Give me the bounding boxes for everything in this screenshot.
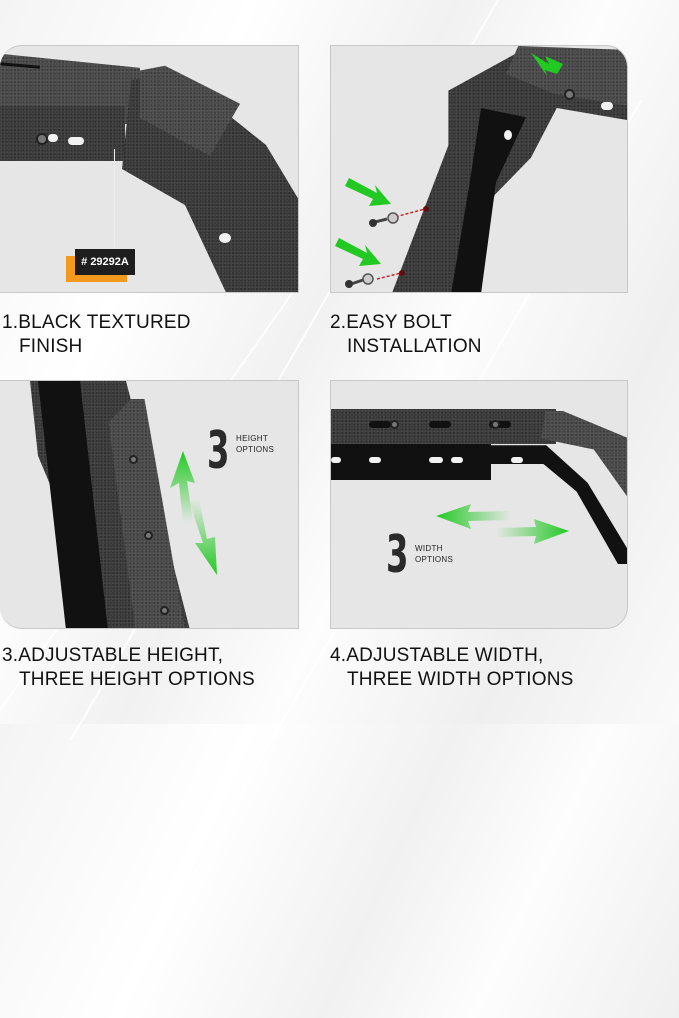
caption-adjustable-width: 4.ADJUSTABLE WIDTH, THREE WIDTH OPTIONS — [330, 644, 574, 692]
caption-line1: 1.BLACK TEXTURED — [2, 312, 191, 333]
caption-line1: 4.ADJUSTABLE WIDTH, — [330, 645, 544, 666]
panel-adjustable-width: 3 WIDTH OPTIONS — [330, 380, 628, 629]
green-arrow-icon — [335, 238, 381, 266]
guide-line — [376, 272, 402, 280]
bolt-hole — [399, 270, 405, 276]
crossbar-side-face — [0, 106, 125, 161]
adjust-slot — [331, 457, 341, 463]
adjust-slot — [68, 137, 84, 145]
part-number-tag: # 29292A — [75, 249, 135, 275]
bolt-icon — [36, 133, 48, 145]
vertical-double-arrow-icon — [170, 451, 217, 575]
bolt-icon — [160, 606, 169, 615]
caption-line2: THREE WIDTH OPTIONS — [347, 669, 574, 690]
adjust-slot — [511, 457, 523, 463]
caption-black-textured-finish: 1.BLACK TEXTURED FINISH — [2, 311, 191, 359]
bolt-assembly-diagram — [335, 53, 563, 288]
mount-hole — [219, 233, 231, 243]
bolt-icon — [374, 217, 388, 224]
bolt-icon — [390, 420, 399, 429]
width-options-line1: WIDTH — [415, 544, 443, 553]
mount-hole — [504, 130, 512, 140]
bolt-head — [369, 219, 377, 227]
width-options-line2: OPTIONS — [415, 555, 454, 564]
caption-easy-bolt-installation: 2.EASY BOLT INSTALLATION — [330, 311, 482, 359]
bolt-head — [345, 280, 353, 288]
washer-icon — [362, 273, 374, 285]
height-options-line2: OPTIONS — [236, 445, 275, 454]
adjust-slot — [429, 421, 451, 428]
caption-line2: THREE HEIGHT OPTIONS — [19, 669, 255, 690]
crossbar-top-face — [331, 409, 556, 444]
bolt-icon — [129, 455, 138, 464]
adjust-slot — [369, 457, 381, 463]
bolt-icon — [144, 531, 153, 540]
panel-black-textured-finish: # 29292A — [0, 45, 299, 293]
caption-line2: FINISH — [19, 336, 83, 357]
bolt-icon — [491, 420, 500, 429]
caption-line1: 3.ADJUSTABLE HEIGHT, — [2, 645, 224, 666]
callout-line — [114, 149, 115, 249]
bolt-icon — [564, 89, 575, 100]
horizontal-double-arrow-icon — [436, 504, 569, 544]
caption-line2: INSTALLATION — [347, 336, 482, 357]
caption-line1: 2.EASY BOLT — [330, 312, 452, 333]
height-options-line1: HEIGHT — [236, 434, 269, 443]
adjust-slot — [369, 421, 391, 428]
adjust-slot — [489, 421, 511, 428]
bolt-hole — [423, 206, 429, 212]
adjust-slot — [48, 134, 58, 142]
panel-easy-bolt-installation — [330, 45, 628, 293]
green-arrow-icon — [345, 178, 391, 206]
adjust-slot — [601, 102, 613, 110]
crossbar-inner — [331, 444, 491, 480]
caption-adjustable-height: 3.ADJUSTABLE HEIGHT, THREE HEIGHT OPTION… — [2, 644, 255, 692]
panel-adjustable-height: 3 HEIGHT OPTIONS — [0, 380, 299, 629]
adjust-slot — [451, 457, 463, 463]
height-options-count: 3 — [207, 421, 230, 481]
adjust-slot — [429, 457, 443, 463]
washer-icon — [387, 212, 399, 224]
width-options-count: 3 — [386, 525, 409, 585]
green-arrow-icon — [531, 53, 563, 76]
bolt-icon — [350, 278, 364, 286]
